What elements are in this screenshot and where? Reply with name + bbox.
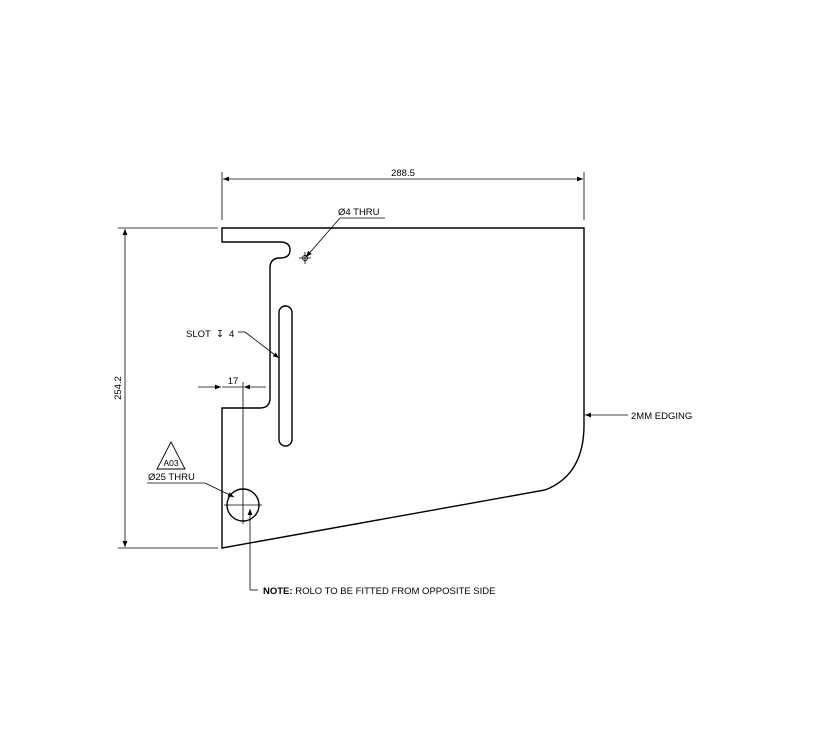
large-hole xyxy=(224,486,262,524)
note-prefix: NOTE: xyxy=(263,586,293,597)
slot-depth-value: 4 xyxy=(229,329,234,340)
small-hole xyxy=(299,252,311,264)
slot-callout: SLOT ↧ 4 xyxy=(186,329,280,359)
slot-depth-symbol: ↧ xyxy=(216,329,224,340)
note-text: NOTE: ROLO TO BE FITTED FROM OPPOSITE SI… xyxy=(263,586,495,597)
width-dimension-value: 288.5 xyxy=(391,168,415,179)
slot xyxy=(278,305,293,447)
height-dimension-value: 254.2 xyxy=(113,376,124,400)
offset-dimension: 17 xyxy=(198,376,266,486)
revision-tag: A03 xyxy=(156,441,186,470)
note-callout: NOTE: ROLO TO BE FITTED FROM OPPOSITE SI… xyxy=(247,509,495,597)
part-outline xyxy=(221,227,585,549)
large-hole-label: Ø25 THRU xyxy=(148,472,195,483)
small-hole-label: Ø4 THRU xyxy=(338,207,380,218)
edging-label: 2MM EDGING xyxy=(631,411,692,422)
small-hole-callout: Ø4 THRU xyxy=(305,207,385,258)
height-dimension: 254.2 xyxy=(113,227,218,549)
slot-label: SLOT xyxy=(186,329,211,340)
edging-callout: 2MM EDGING xyxy=(585,411,692,422)
offset-dimension-value: 17 xyxy=(228,376,239,387)
width-dimension: 288.5 xyxy=(221,168,585,220)
note-body: ROLO TO BE FITTED FROM OPPOSITE SIDE xyxy=(293,586,496,597)
large-hole-callout: Ø25 THRU xyxy=(147,472,235,498)
revision-tag-label: A03 xyxy=(163,458,178,468)
